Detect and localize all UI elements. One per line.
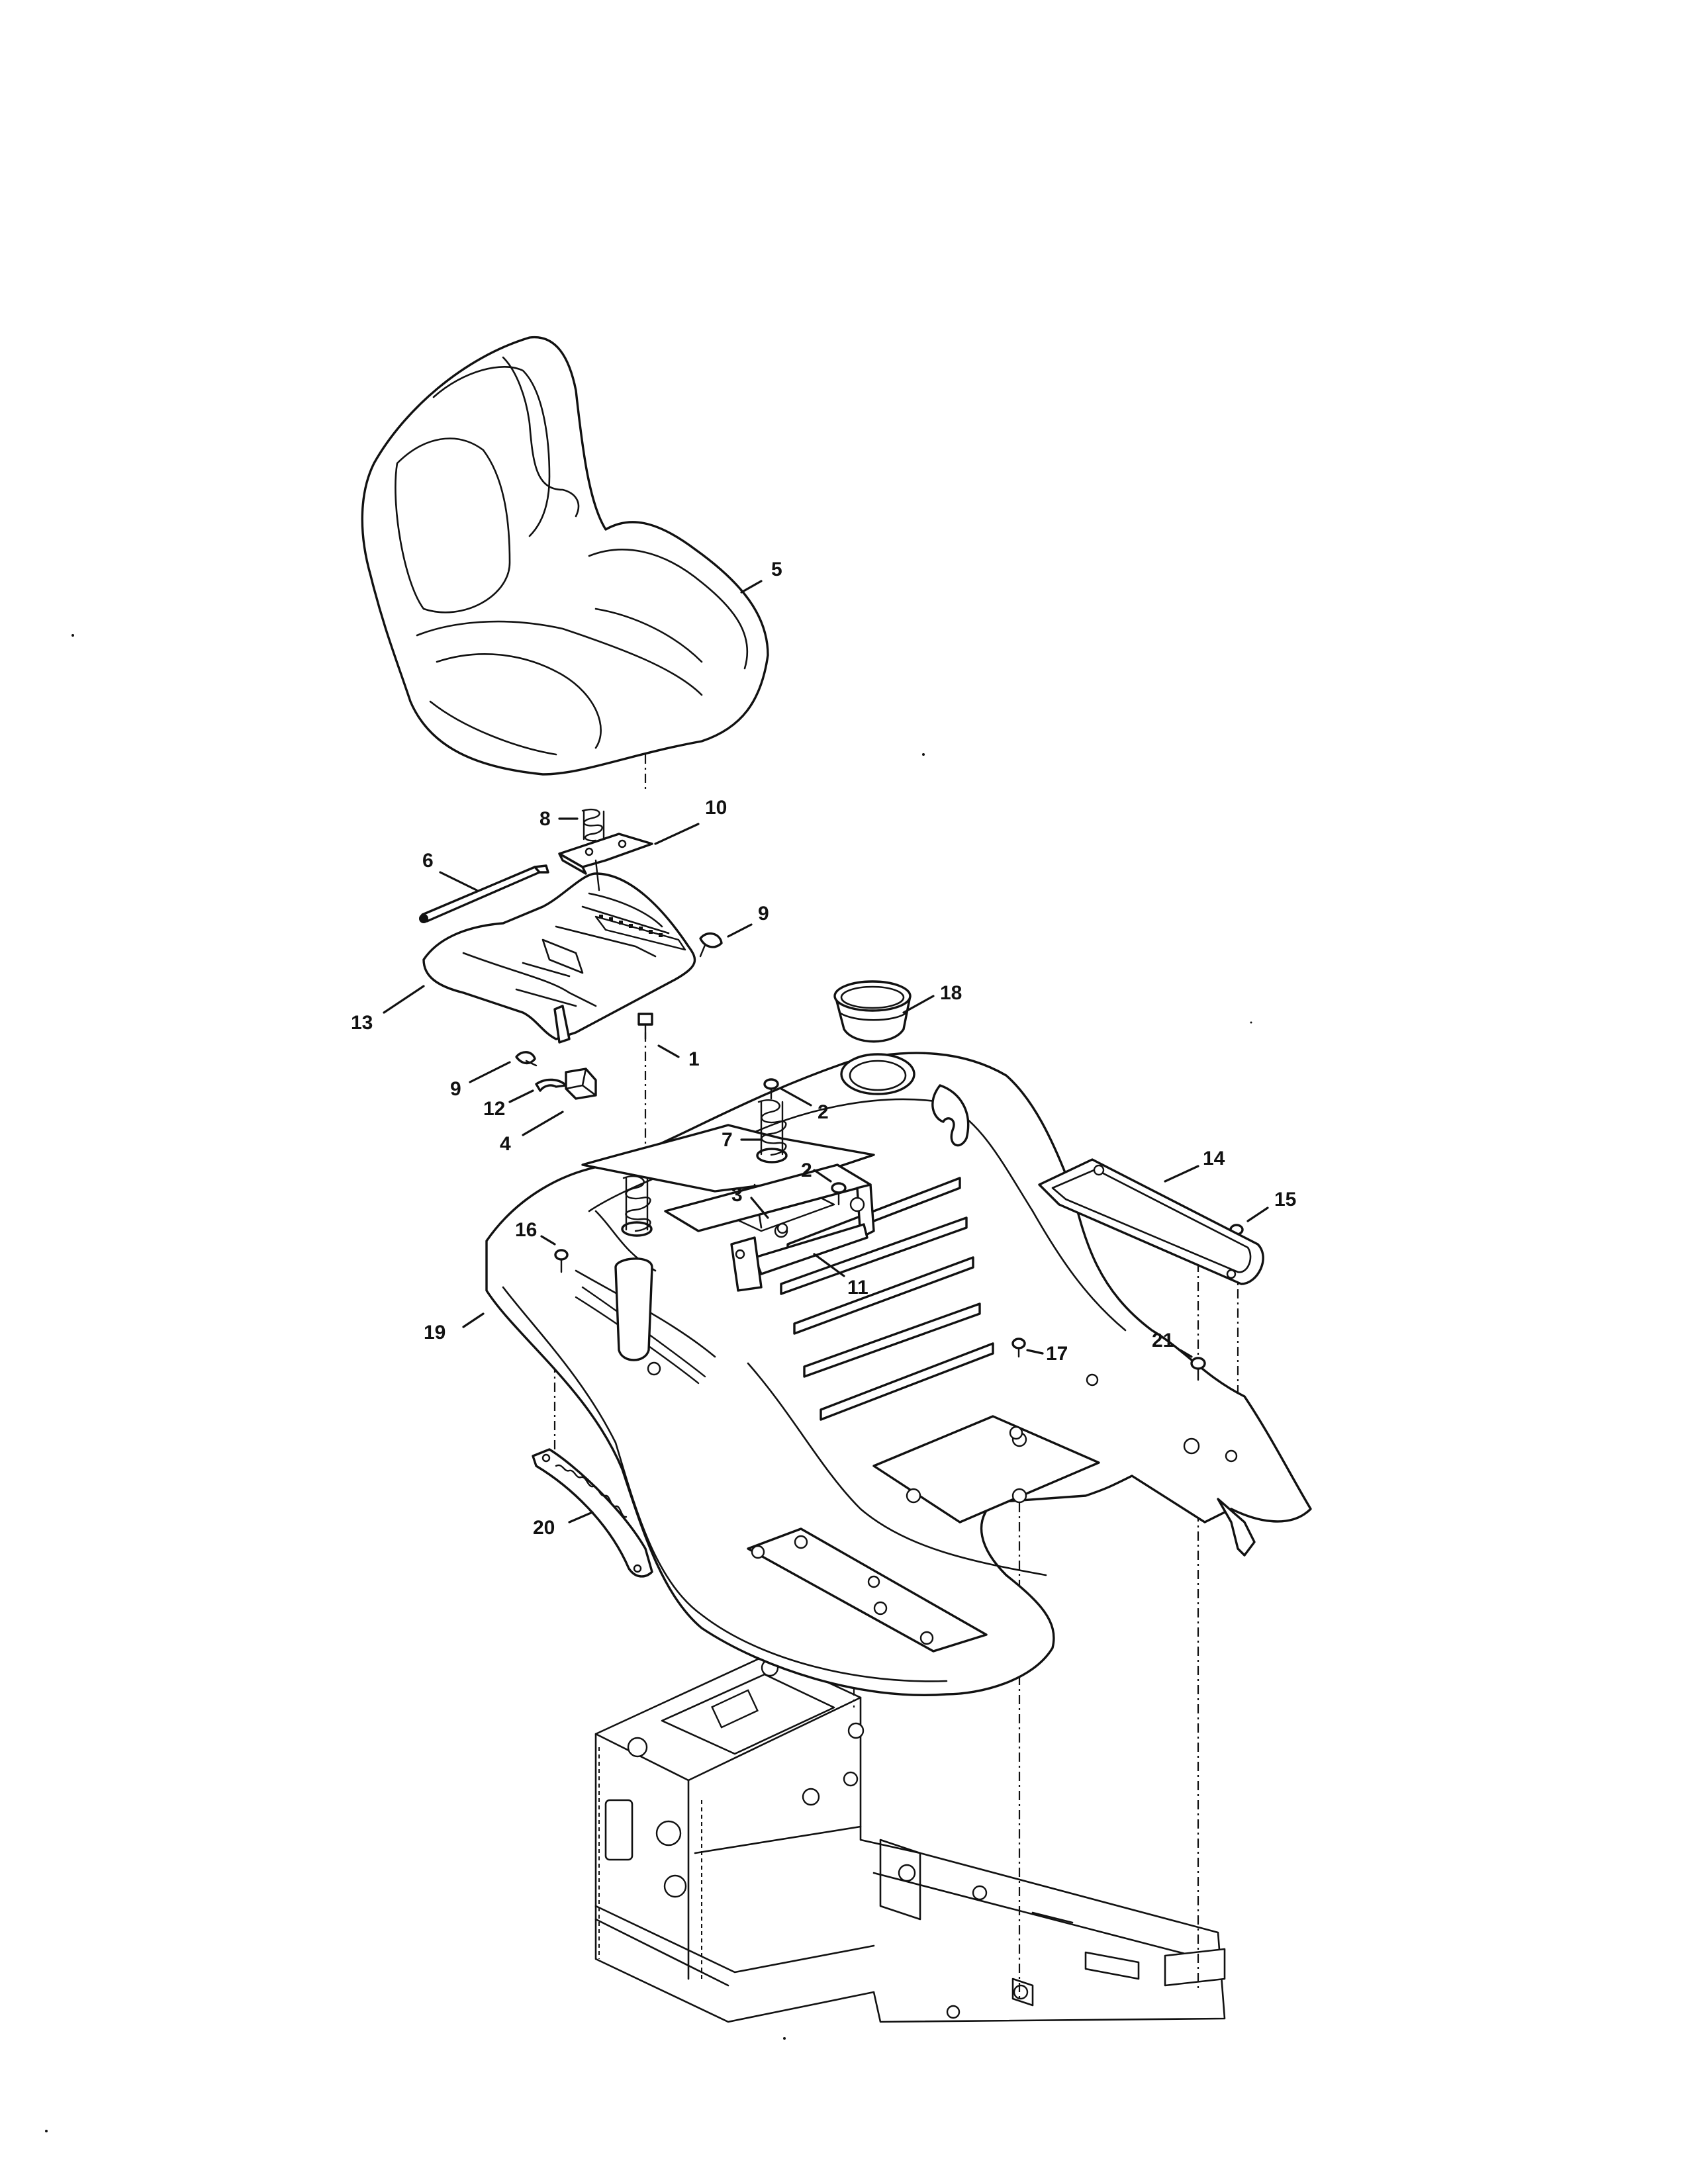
cup-holder-opening <box>840 1053 915 1095</box>
callouts: 5 8 10 6 9 13 1 9 12 4 18 2 7 2 3 14 15 <box>351 559 1296 1539</box>
compression-spring-left <box>621 1175 653 1237</box>
callout-2: 2 <box>818 1101 829 1123</box>
callout-10: 10 <box>705 797 727 819</box>
seat-pan <box>422 872 696 1044</box>
callout-2-lower: 2 <box>801 1160 812 1181</box>
flange-bolt-lower <box>831 1182 847 1206</box>
carriage-bolt <box>699 932 723 958</box>
push-rivet-left <box>554 1249 569 1273</box>
callout-20: 20 <box>533 1517 555 1539</box>
seat-mount-bracket <box>664 1163 875 1292</box>
callout-4: 4 <box>500 1133 511 1155</box>
callout-17: 17 <box>1046 1343 1068 1365</box>
cup-holder <box>833 980 912 1043</box>
callout-9-lower: 9 <box>450 1078 461 1100</box>
carriage-bolt-lower <box>515 1051 538 1067</box>
callout-13: 13 <box>351 1012 373 1034</box>
bolt <box>776 1222 788 1234</box>
callout-19: 19 <box>424 1322 445 1343</box>
callout-16: 16 <box>515 1219 537 1241</box>
callout-9: 9 <box>758 903 769 925</box>
fender <box>485 1052 1312 1696</box>
callout-1: 1 <box>688 1048 700 1070</box>
flange-bolt-upper <box>763 1078 779 1100</box>
callout-5: 5 <box>771 559 782 580</box>
push-rivet-right <box>1190 1357 1206 1381</box>
plug <box>1011 1338 1026 1358</box>
callout-14: 14 <box>1203 1148 1225 1169</box>
scan-specks <box>45 634 1252 2132</box>
callout-21: 21 <box>1152 1330 1174 1351</box>
callout-6: 6 <box>422 850 434 872</box>
callout-8: 8 <box>539 808 551 830</box>
clip <box>535 1078 567 1092</box>
callout-15: 15 <box>1274 1189 1296 1210</box>
fuel-gauge-plate <box>532 1448 653 1578</box>
callout-18: 18 <box>940 982 962 1004</box>
seat-bracket <box>558 833 653 891</box>
seat-adjust-rod <box>419 864 549 923</box>
callout-12: 12 <box>483 1098 505 1120</box>
callout-3: 3 <box>731 1184 743 1206</box>
callout-11: 11 <box>847 1277 868 1298</box>
compression-spring-small <box>581 809 605 842</box>
compression-spring-right <box>756 1099 788 1163</box>
callout-7: 7 <box>722 1129 733 1151</box>
knob <box>565 1068 597 1100</box>
cover-plate <box>1038 1158 1264 1285</box>
frame <box>594 1653 1226 2023</box>
adjustment-slots <box>599 915 663 937</box>
seat <box>361 336 769 776</box>
hex-bolt <box>637 1013 653 1040</box>
